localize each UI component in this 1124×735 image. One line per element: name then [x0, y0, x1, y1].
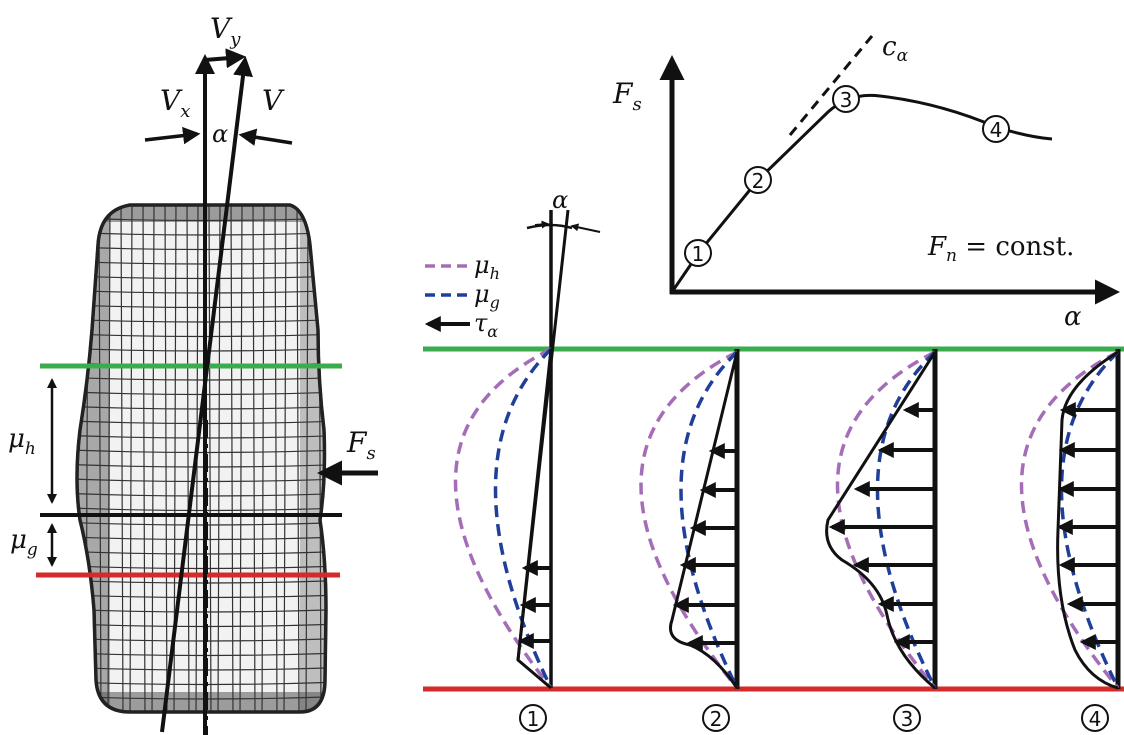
tire-tread-line: [98, 205, 102, 712]
panel-number-2: 2: [702, 704, 730, 732]
mu-h-label: μh: [8, 424, 36, 459]
curve-marker-4: 4: [982, 115, 1010, 143]
panel-3-mu-h: [835, 350, 937, 690]
tire-tread-line: [217, 205, 221, 712]
panel-4-mu-h: [1019, 350, 1120, 690]
alpha-arrow-right: [238, 128, 293, 146]
panel-1-mu-g: [493, 347, 553, 689]
tire-tread-line: [252, 205, 256, 712]
panel-1: [453, 347, 553, 690]
svg-text:1: 1: [527, 707, 540, 731]
tire-body: [75, 203, 328, 714]
vx-label: Vx: [160, 84, 190, 122]
svg-text:3: 3: [901, 707, 914, 731]
tire-tread-line: [208, 205, 212, 712]
panel-number-3: 3: [893, 704, 921, 732]
tire-tread-line: [239, 205, 243, 712]
panel-1-shear: [516, 348, 553, 690]
svg-text:3: 3: [840, 88, 853, 112]
vy-arrow: [204, 48, 246, 69]
tire-tread-line: [142, 205, 146, 712]
panel-number-4: 4: [1081, 704, 1109, 732]
tire-tread-line: [129, 205, 133, 712]
fs-alpha-chart: Fs α cα Fn = const. 1 2 3 4: [612, 32, 1120, 332]
panel-3-shear: [825, 351, 937, 690]
panel-4: [1019, 349, 1121, 690]
legend-mu-h-label: μh: [474, 251, 500, 283]
panel-2-arrows: [672, 443, 737, 651]
tire-tread-line: [107, 205, 111, 712]
inset-alpha-label: α: [552, 186, 568, 214]
tire: [75, 203, 328, 714]
panel-4-shear: [1056, 350, 1119, 690]
svg-text:4: 4: [1089, 707, 1102, 731]
alpha-arrow-left: [144, 126, 201, 145]
panel-3: [825, 349, 938, 690]
tire-tread-line: [230, 205, 234, 712]
tire-tread-line: [296, 205, 300, 712]
panel-3-arrows: [828, 402, 935, 650]
alpha-label-tire: α: [212, 120, 228, 148]
v-label: V: [262, 84, 285, 117]
tire-tread-line: [164, 205, 168, 712]
mu-g-label: μg: [10, 525, 38, 560]
panel-2-mu-g: [679, 350, 739, 689]
tangent-line: [788, 35, 874, 136]
tire-tread-line: [120, 205, 124, 712]
svg-text:2: 2: [710, 707, 723, 731]
curve-marker-1: 1: [684, 239, 712, 267]
panel-2: [639, 349, 740, 690]
tire-tread-line: [283, 205, 287, 712]
panel-4-arrows: [1056, 402, 1118, 650]
fn-const-label: Fn = const.: [927, 232, 1074, 266]
chart-y-label: Fs: [612, 77, 642, 115]
svg-text:2: 2: [752, 169, 765, 193]
vy-label: Vy: [210, 12, 241, 50]
panel-number-1: 1: [519, 704, 547, 732]
panel-3-mu-g: [875, 350, 937, 689]
tire-tread-line: [151, 205, 155, 712]
svg-text:4: 4: [990, 118, 1003, 142]
svg-text:1: 1: [692, 242, 705, 266]
tangent-label: cα: [882, 32, 909, 66]
inset-alpha-arc: [526, 223, 573, 230]
panel-2-shear: [669, 351, 739, 689]
curve-marker-3: 3: [832, 85, 860, 113]
curve-marker-2: 2: [744, 166, 772, 194]
v-vector: [160, 56, 253, 733]
tire-tread-line: [274, 205, 278, 712]
tire-tread-line: [261, 205, 265, 712]
fs-label: Fs: [346, 426, 376, 464]
chart-x-label: α: [1064, 302, 1082, 332]
legend-mu-g-label: μg: [474, 280, 500, 312]
legend-tau-label: τα: [474, 309, 498, 341]
tire-tread-line: [305, 205, 309, 712]
legend: μh μg τα: [424, 251, 500, 341]
panel-2-mu-h: [639, 350, 739, 690]
tire-tread-line: [186, 205, 190, 712]
panel-1-mu-h: [453, 347, 553, 690]
panel-1-arrows: [517, 560, 551, 649]
